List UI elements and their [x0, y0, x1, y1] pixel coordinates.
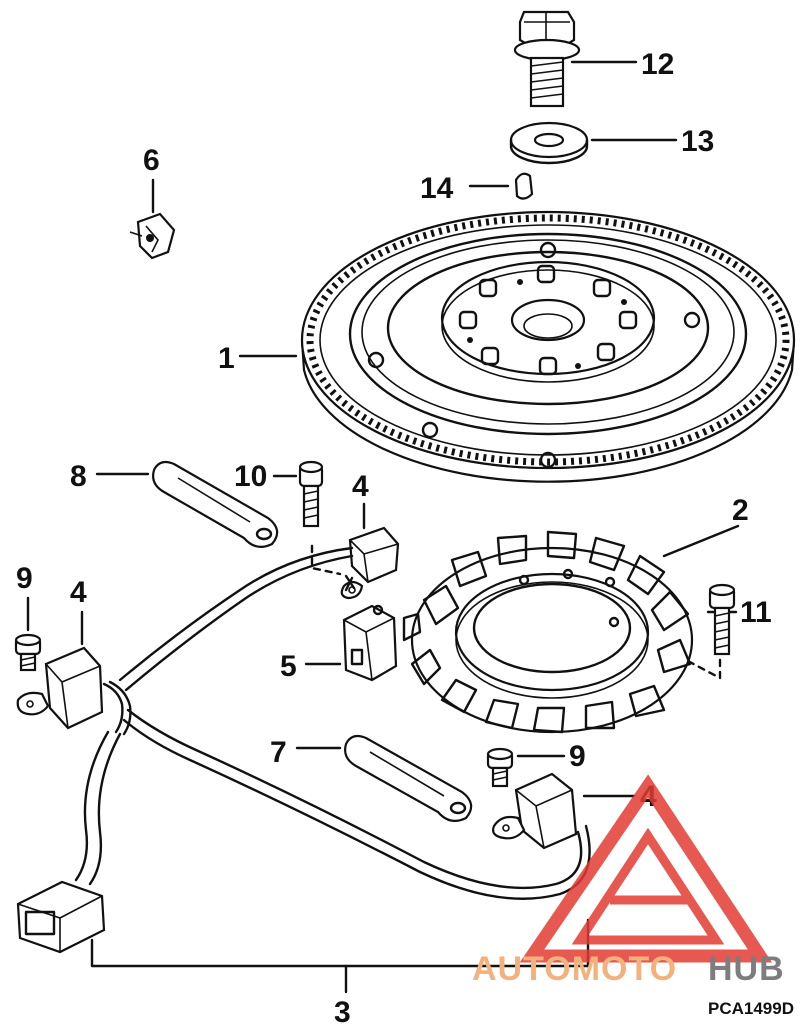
callout-6: 6 [143, 144, 160, 177]
callout-9-left: 9 [16, 562, 33, 595]
watermark-hub: HUB [708, 950, 785, 988]
hub-holes [458, 264, 638, 376]
clip-part-6 [129, 212, 176, 260]
figure-code: PCA1499D [708, 999, 794, 1018]
ground-strap-part-7 [344, 734, 473, 823]
screw-part-10 [298, 460, 324, 528]
watermark-logo [519, 774, 773, 963]
callout-8: 8 [70, 460, 87, 493]
connector-part-4-left [16, 646, 104, 730]
ground-strap-part-8 [152, 460, 279, 549]
bracket-part-5 [342, 604, 398, 682]
connector-part-4-top [340, 526, 400, 600]
stator-coils [402, 530, 692, 734]
callout-14: 14 [420, 172, 454, 205]
screw-part-9-right [486, 747, 514, 788]
watermark-auto: AUTOMOTO [472, 950, 677, 988]
washer-part-13 [509, 121, 589, 165]
callout-9-right: 9 [569, 740, 586, 773]
connector-part-4-right [492, 772, 578, 850]
callout-11: 11 [740, 596, 772, 629]
callout-12: 12 [641, 48, 674, 81]
callout-10: 10 [234, 460, 267, 493]
callout-4-top: 4 [352, 470, 369, 503]
callout-13: 13 [681, 125, 714, 158]
screw-part-9-left [14, 633, 42, 672]
key-part-14 [514, 172, 534, 200]
screw-part-11 [708, 583, 736, 656]
bolt-part-12 [513, 10, 581, 108]
flywheel-part-1 [300, 210, 796, 483]
callout-1: 1 [218, 342, 235, 375]
callout-3: 3 [334, 996, 351, 1029]
wire-harness-part-3 [16, 546, 591, 994]
callout-4-left: 4 [70, 576, 87, 609]
callout-2: 2 [732, 494, 749, 527]
callout-7: 7 [270, 736, 287, 769]
stator-part-2 [402, 530, 694, 734]
callout-5: 5 [280, 650, 297, 683]
